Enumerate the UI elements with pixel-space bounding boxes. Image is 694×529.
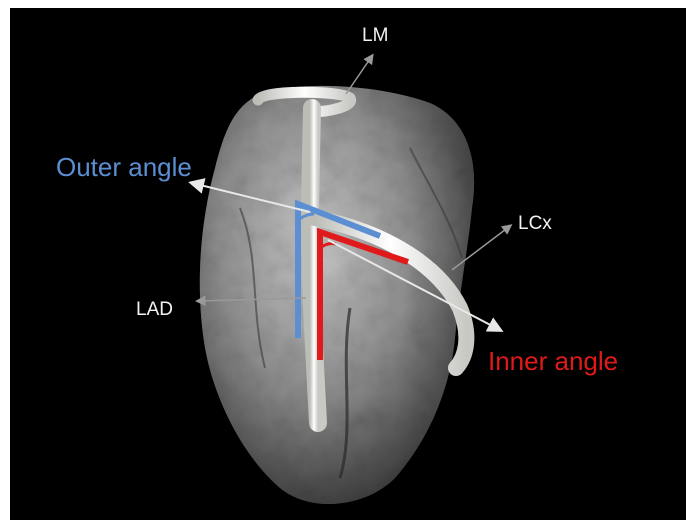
heart-illustration [10, 8, 686, 520]
label-outer-angle: Outer angle [56, 154, 192, 180]
label-lad: LAD [136, 300, 173, 319]
label-lcx: LCx [518, 214, 552, 233]
heart-ct-render: LM LCx LAD Outer angle Inner angle [10, 8, 686, 520]
label-inner-angle: Inner angle [488, 348, 618, 374]
label-lm: LM [362, 26, 388, 45]
lad-vessel [310, 108, 318, 423]
